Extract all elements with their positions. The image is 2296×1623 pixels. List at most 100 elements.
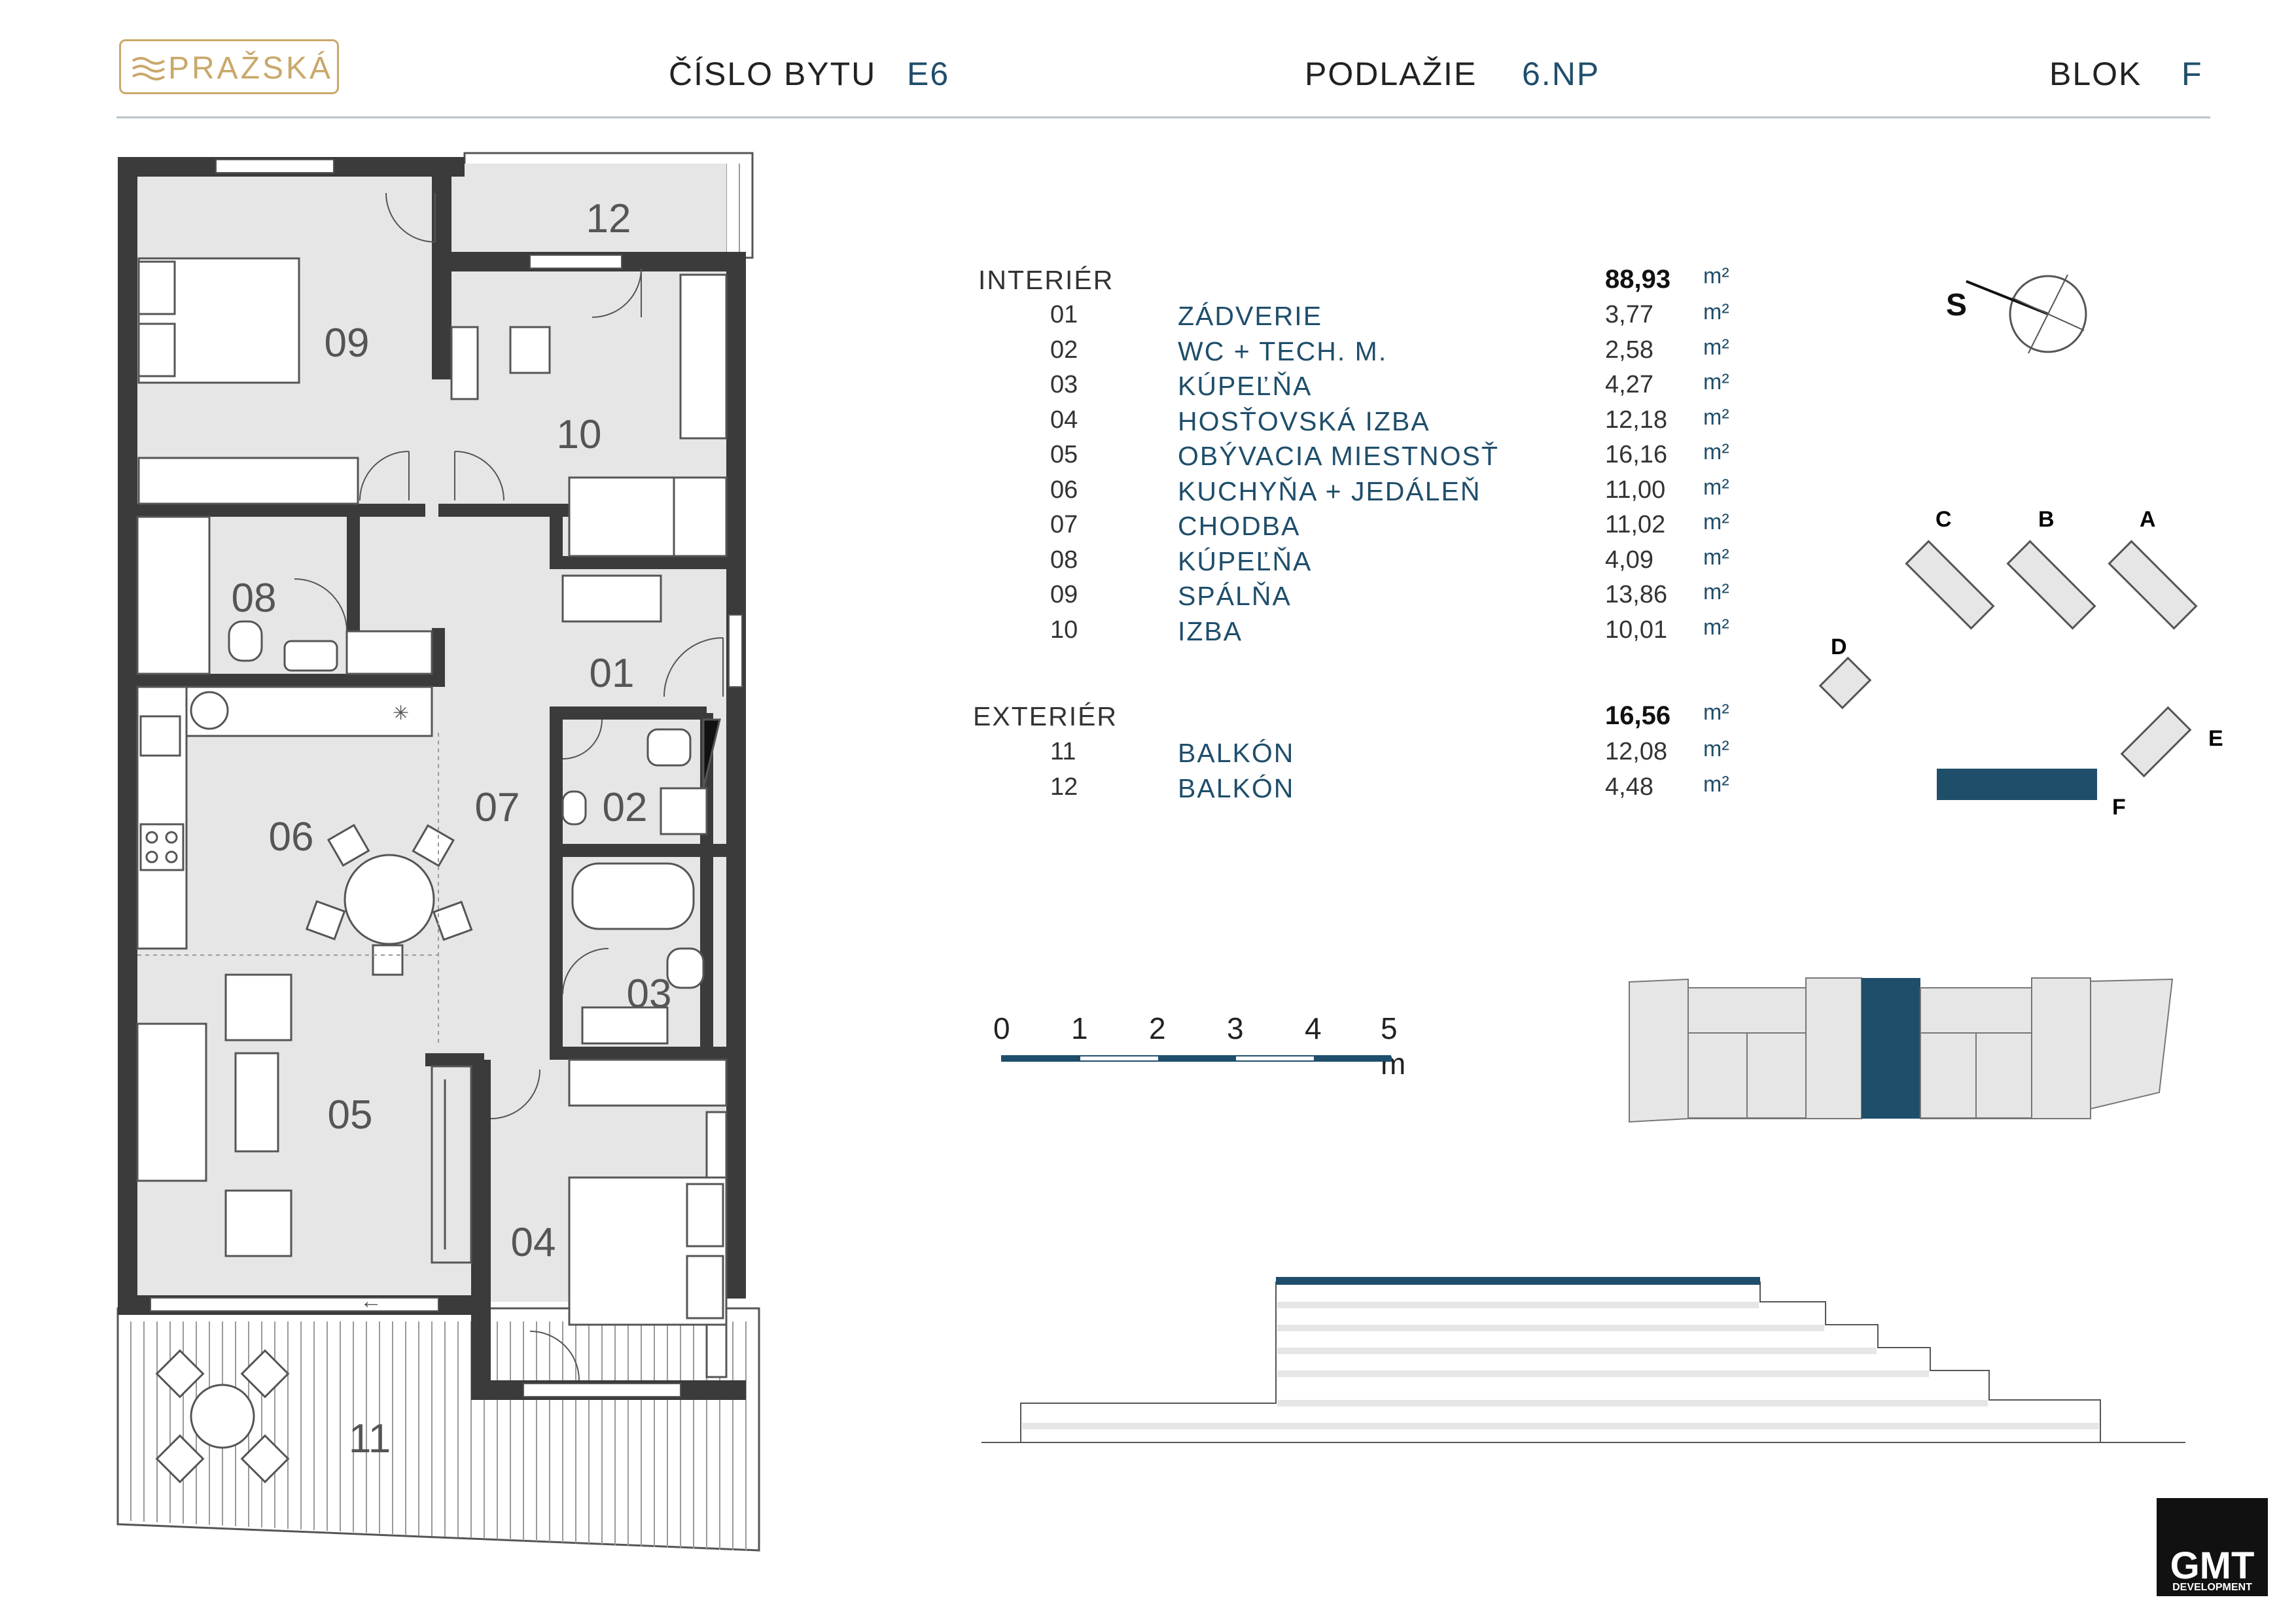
building-section (981, 1277, 2185, 1443)
room-area: 4,09 (1605, 546, 1653, 574)
room-area: 4,27 (1605, 371, 1653, 398)
developer-logo-sub: DEVELOPMENT (2172, 1582, 2252, 1593)
site-block-c: C (1935, 507, 1952, 532)
compass: S (1946, 274, 2087, 354)
room-name: KÚPEĽŇA (1178, 546, 1313, 576)
balcony-11 (116, 1307, 760, 1552)
svg-text:←: ← (360, 1289, 382, 1314)
room-label-06: 06 (269, 814, 314, 860)
room-number: 07 (1050, 511, 1078, 538)
room-area-unit: m² (1703, 474, 1729, 500)
room-area-unit: m² (1703, 300, 1729, 324)
balcony-area: 4,48 (1605, 773, 1653, 801)
room-number: 01 (1050, 301, 1078, 328)
apartment-number-value: E6 (907, 56, 950, 92)
room-number: 08 (1050, 546, 1078, 574)
room-label-11: 11 (349, 1416, 391, 1461)
room-number: 04 (1050, 406, 1078, 434)
room-name: IZBA (1178, 616, 1243, 646)
room-name: ZÁDVERIE (1178, 301, 1323, 331)
balcony-area-unit: m² (1703, 771, 1729, 797)
bed-04 (490, 1058, 728, 1381)
balcony-area: 12,08 (1605, 738, 1668, 765)
balcony-name: BALKÓN (1178, 738, 1295, 768)
kitchen-counter (136, 686, 433, 950)
room-name: KÚPEĽŇA (1178, 371, 1313, 401)
living-furniture (136, 973, 472, 1264)
room-label-10: 10 (557, 412, 602, 457)
room-label-05: 05 (328, 1092, 373, 1138)
header-divider (116, 116, 2210, 118)
balcony-number: 11 (1050, 738, 1076, 765)
developer-logo-name: GMT (2170, 1544, 2255, 1587)
balcony-name: BALKÓN (1178, 773, 1295, 803)
building-facade (1629, 977, 2174, 1123)
developer-logo: GMT DEVELOPMENT (2157, 1498, 2268, 1596)
room-name: SPÁLŇA (1178, 581, 1292, 611)
interior-total-area: 88,93 (1605, 265, 1671, 294)
facade-highlight (1862, 978, 1920, 1119)
exterior-label: EXTERIÉR (973, 701, 1118, 731)
section-highlight (1276, 1277, 1760, 1285)
room-area-unit: m² (1703, 370, 1729, 394)
svg-text:✳: ✳ (393, 703, 409, 724)
room-name: CHODBA (1178, 511, 1301, 541)
room-area: 2,58 (1605, 336, 1653, 364)
room-number: 09 (1050, 581, 1078, 608)
site-block-e: E (2208, 726, 2223, 751)
room-area: 10,01 (1605, 616, 1668, 644)
block-value: F (2181, 56, 2203, 92)
scale-tick-0: 0 (993, 1011, 1010, 1045)
room-name: HOSŤOVSKÁ IZBA (1178, 406, 1430, 436)
scale-tick-2: 2 (1149, 1011, 1166, 1045)
room-area-unit: m² (1703, 544, 1729, 570)
scale-tick-5: 5 m (1381, 1011, 1406, 1081)
room-number: 06 (1050, 476, 1078, 504)
room-number: 05 (1050, 441, 1078, 468)
walls (118, 157, 746, 1400)
logo-text: PRAŽSKÁ (168, 51, 334, 86)
balcony-area-unit: m² (1703, 737, 1729, 761)
block-label: BLOK (2049, 56, 2142, 92)
room-name: KUCHYŇA + JEDÁLEŇ (1178, 476, 1481, 506)
room-label-01: 01 (590, 651, 635, 696)
room-area: 3,77 (1605, 301, 1653, 328)
room-area-unit: m² (1703, 614, 1729, 640)
room-area-unit: m² (1703, 404, 1729, 430)
room-area: 11,00 (1605, 476, 1666, 504)
interior-label: INTERIÉR (978, 265, 1114, 295)
interior-total-unit: m² (1703, 264, 1729, 288)
room-area: 12,18 (1605, 406, 1668, 434)
room-area-unit: m² (1703, 334, 1729, 360)
room-name: WC + TECH. M. (1178, 336, 1388, 366)
balcony-number: 12 (1050, 773, 1078, 801)
exterior-total-area: 16,56 (1605, 701, 1671, 730)
scale-bar: 0 1 2 3 4 5 m (981, 1011, 1413, 1081)
room-label-09: 09 (325, 321, 370, 366)
room-label-03: 03 (627, 971, 672, 1017)
floor-label: PODLAŽIE (1305, 56, 1477, 92)
floor-plan: ✳ (116, 152, 760, 1552)
logo: PRAŽSKÁ (119, 39, 339, 94)
room-number: 10 (1050, 616, 1078, 644)
site-block-f: F (2112, 795, 2126, 820)
room-name: OBÝVACIA MIESTNOSŤ (1178, 441, 1499, 471)
scale-tick-4: 4 (1305, 1011, 1322, 1045)
room-label-04: 04 (511, 1220, 556, 1265)
room-area-unit: m² (1703, 440, 1729, 464)
room-area-unit: m² (1703, 510, 1729, 534)
room-area: 11,02 (1605, 511, 1666, 538)
site-block-f-highlight (1937, 769, 2097, 800)
bed-09 (137, 257, 359, 505)
room-area: 13,86 (1605, 581, 1668, 608)
room-area: 16,16 (1605, 441, 1668, 468)
logo-waves-icon (132, 57, 166, 80)
site-plan: C B A D E F (1818, 507, 2223, 820)
room-label-08: 08 (232, 576, 277, 621)
site-block-d: D (1831, 635, 1847, 659)
site-block-a: A (2140, 507, 2156, 532)
site-block-b: B (2038, 507, 2055, 532)
apartment-number-label: ČÍSLO BYTU (669, 56, 877, 92)
compass-north-label: S (1946, 288, 1967, 323)
dining-table (305, 824, 473, 976)
